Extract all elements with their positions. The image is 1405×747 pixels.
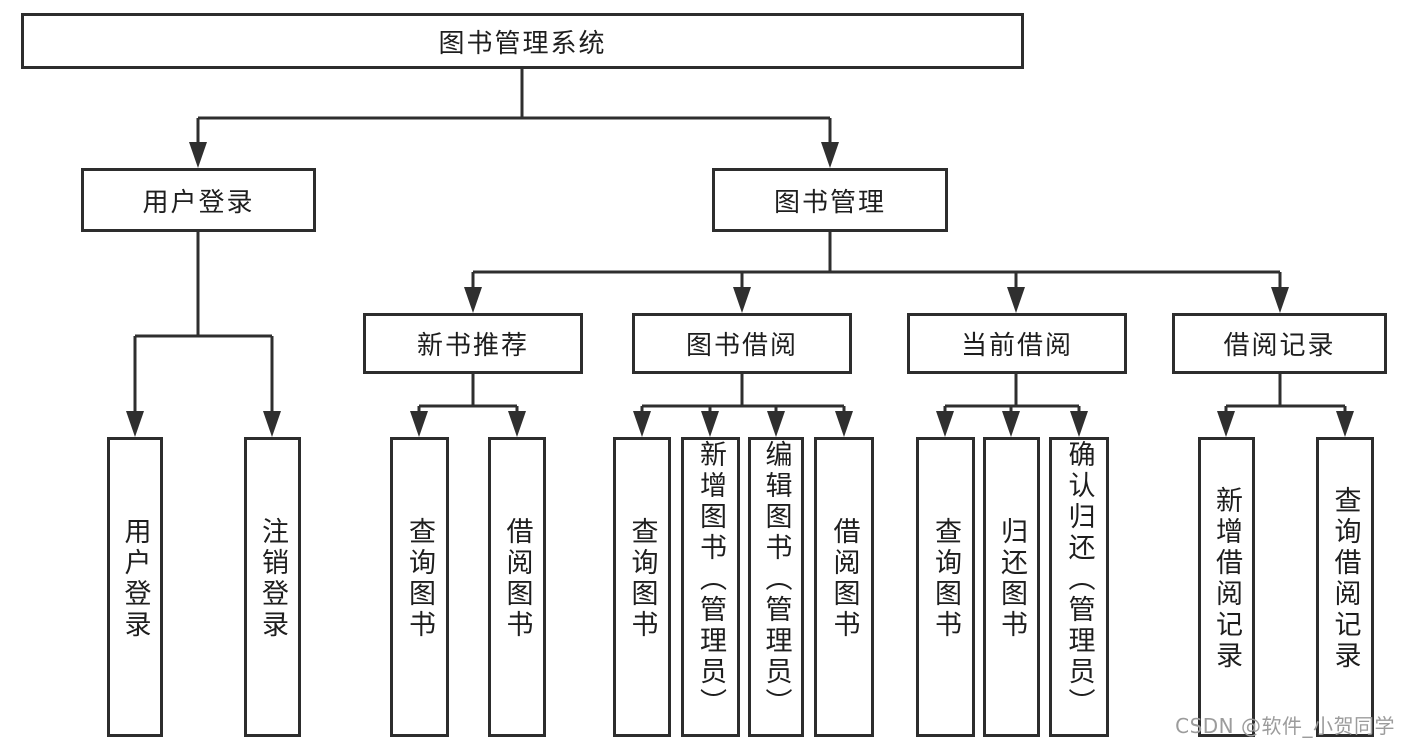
node-label: 确认归还（管理员） — [1063, 440, 1095, 719]
node-query-book-current: 查询图书 — [916, 437, 975, 737]
node-label: 查询图书 — [404, 517, 435, 641]
node-borrow-book: 借阅图书 — [814, 437, 874, 737]
arrowhead-icon — [1070, 411, 1088, 437]
node-user-login: 用户登录 — [81, 168, 316, 232]
arrowhead-icon — [126, 411, 144, 437]
node-confirm-return-admin: 确认归还（管理员） — [1049, 437, 1109, 737]
arrowhead-icon — [835, 411, 853, 437]
connector-user-login-branch — [133, 232, 274, 419]
node-label: 新增借阅记录 — [1211, 486, 1242, 672]
node-label: 新增图书（管理员） — [695, 440, 726, 719]
arrowhead-icon — [733, 287, 751, 313]
arrowhead-icon — [464, 287, 482, 313]
arrowhead-icon — [1271, 287, 1289, 313]
node-new-book-recommendation: 新书推荐 — [363, 313, 583, 374]
connector-current-borrowing-branch — [943, 374, 1081, 419]
node-label: 用户登录 — [142, 187, 255, 218]
node-query-borrow-record: 查询借阅记录 — [1316, 437, 1374, 737]
node-label: 借阅记录 — [1223, 331, 1336, 361]
node-book-borrowing: 图书借阅 — [632, 313, 852, 374]
node-label: 借阅图书 — [501, 517, 533, 641]
node-query-book-recommend: 查询图书 — [390, 437, 449, 737]
node-current-borrowing: 当前借阅 — [907, 313, 1127, 374]
arrowhead-icon — [189, 142, 207, 168]
node-add-borrow-record: 新增借阅记录 — [1198, 437, 1255, 737]
node-label: 图书管理系统 — [438, 28, 607, 59]
arrowhead-icon — [821, 142, 839, 168]
node-add-book-admin: 新增图书（管理员） — [681, 437, 740, 737]
node-edit-book-admin: 编辑图书（管理员） — [748, 437, 804, 737]
node-label: 新书推荐 — [416, 331, 529, 361]
arrowhead-icon — [767, 411, 785, 437]
connector-new-book-branch — [417, 374, 519, 419]
arrowhead-icon — [410, 411, 428, 437]
connector-book-borrowing-branch — [640, 374, 846, 419]
node-logout-action: 注销登录 — [244, 437, 301, 737]
node-return-book: 归还图书 — [983, 437, 1040, 737]
node-label: 图书管理 — [773, 187, 886, 218]
node-label: 用户登录 — [119, 517, 151, 641]
arrowhead-icon — [1002, 411, 1020, 437]
connector-book-management-branch — [471, 232, 1282, 295]
csdn-watermark: CSDN @软件_小贺同学 — [1175, 714, 1395, 738]
node-user-login-action: 用户登录 — [107, 437, 163, 737]
connector-borrowing-records-branch — [1224, 374, 1347, 419]
arrowhead-icon — [508, 411, 526, 437]
node-book-management: 图书管理 — [712, 168, 948, 232]
node-label: 归还图书 — [996, 517, 1027, 641]
node-borrow-book-recommend: 借阅图书 — [488, 437, 546, 737]
connector-root-to-level2 — [196, 69, 832, 150]
arrowhead-icon — [1217, 411, 1235, 437]
node-label: 查询图书 — [930, 517, 961, 641]
arrowhead-icon — [1336, 411, 1354, 437]
node-label: 编辑图书（管理员） — [760, 440, 792, 719]
arrowhead-icon — [263, 411, 281, 437]
node-library-management-system: 图书管理系统 — [21, 13, 1024, 69]
arrowhead-icon — [701, 411, 719, 437]
arrowhead-icon — [633, 411, 651, 437]
node-label: 图书借阅 — [685, 331, 798, 361]
node-borrowing-records: 借阅记录 — [1172, 313, 1387, 374]
node-label: 查询图书 — [626, 517, 658, 641]
arrowhead-icon — [936, 411, 954, 437]
node-label: 注销登录 — [257, 517, 288, 641]
arrowhead-icon — [1007, 287, 1025, 313]
node-label: 借阅图书 — [828, 517, 860, 641]
node-label: 查询借阅记录 — [1329, 486, 1361, 672]
node-label: 当前借阅 — [960, 331, 1073, 361]
node-query-book-borrowing: 查询图书 — [613, 437, 671, 737]
